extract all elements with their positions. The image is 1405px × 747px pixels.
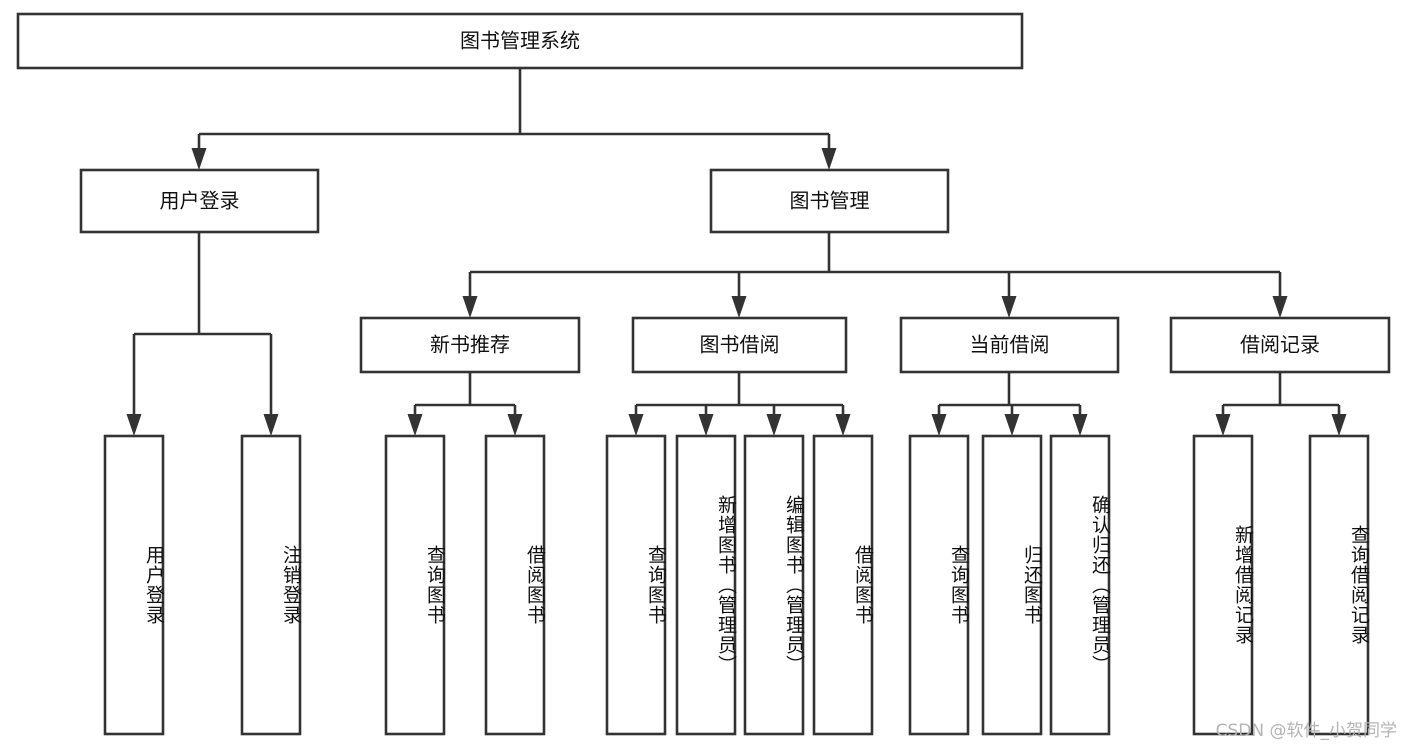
- node-l2-用户登录[interactable]: 用户登录: [79, 168, 320, 234]
- node-leaf-4-查询图书[interactable]: [605, 434, 667, 736]
- node-leaf-7-借阅图书[interactable]: [812, 434, 874, 736]
- node-l3-借阅记录[interactable]: 借阅记录: [1169, 316, 1391, 374]
- node-leaf-2-查询图书[interactable]: [384, 434, 446, 736]
- node-leaf-12-查询借阅记录[interactable]: [1308, 434, 1370, 736]
- connector-current-to-leaves: [931, 372, 1088, 436]
- node-leaf-1-注销登录[interactable]: [240, 434, 302, 736]
- node-leaf-9-归还图书[interactable]: [981, 434, 1043, 736]
- node-leaf-8-查询图书[interactable]: [908, 434, 970, 736]
- connector-login-to-leaves: [126, 232, 279, 436]
- node-label: 图书管理: [790, 189, 870, 213]
- node-label: 图书借阅: [700, 333, 780, 357]
- node-label: 借阅记录: [1240, 333, 1320, 357]
- connector-layer: [126, 68, 1347, 436]
- connector-root-to-level2: [191, 68, 837, 170]
- connector-newbook-to-leaves: [407, 372, 523, 436]
- node-l3-图书借阅[interactable]: 图书借阅: [631, 316, 848, 374]
- node-leaf-6-编辑图书管理员[interactable]: [743, 434, 805, 736]
- node-label: 用户登录: [160, 189, 240, 213]
- node-leaf-5-新增图书管理员[interactable]: [675, 434, 737, 736]
- node-label: 图书管理系统: [460, 29, 580, 53]
- node-l3-当前借阅[interactable]: 当前借阅: [899, 316, 1120, 374]
- node-l3-新书推荐[interactable]: 新书推荐: [359, 316, 581, 374]
- node-leaf-10-确认归还管理员[interactable]: [1049, 434, 1111, 736]
- node-label: 新书推荐: [430, 333, 510, 357]
- node-leaf-0-用户登录[interactable]: [103, 434, 165, 736]
- node-l2-图书管理[interactable]: 图书管理: [709, 168, 950, 234]
- node-root-图书管理系统[interactable]: 图书管理系统: [16, 12, 1024, 70]
- connector-books-to-level3: [462, 232, 1288, 318]
- connector-borrow-to-leaves: [628, 372, 851, 436]
- node-leaf-3-借阅图书[interactable]: [484, 434, 546, 736]
- connector-record-to-leaves: [1215, 372, 1347, 436]
- node-leaf-11-新增借阅记录[interactable]: [1192, 434, 1254, 736]
- watermark: CSDN @软件_小贺同学: [1215, 721, 1397, 741]
- node-label: 当前借阅: [970, 333, 1050, 357]
